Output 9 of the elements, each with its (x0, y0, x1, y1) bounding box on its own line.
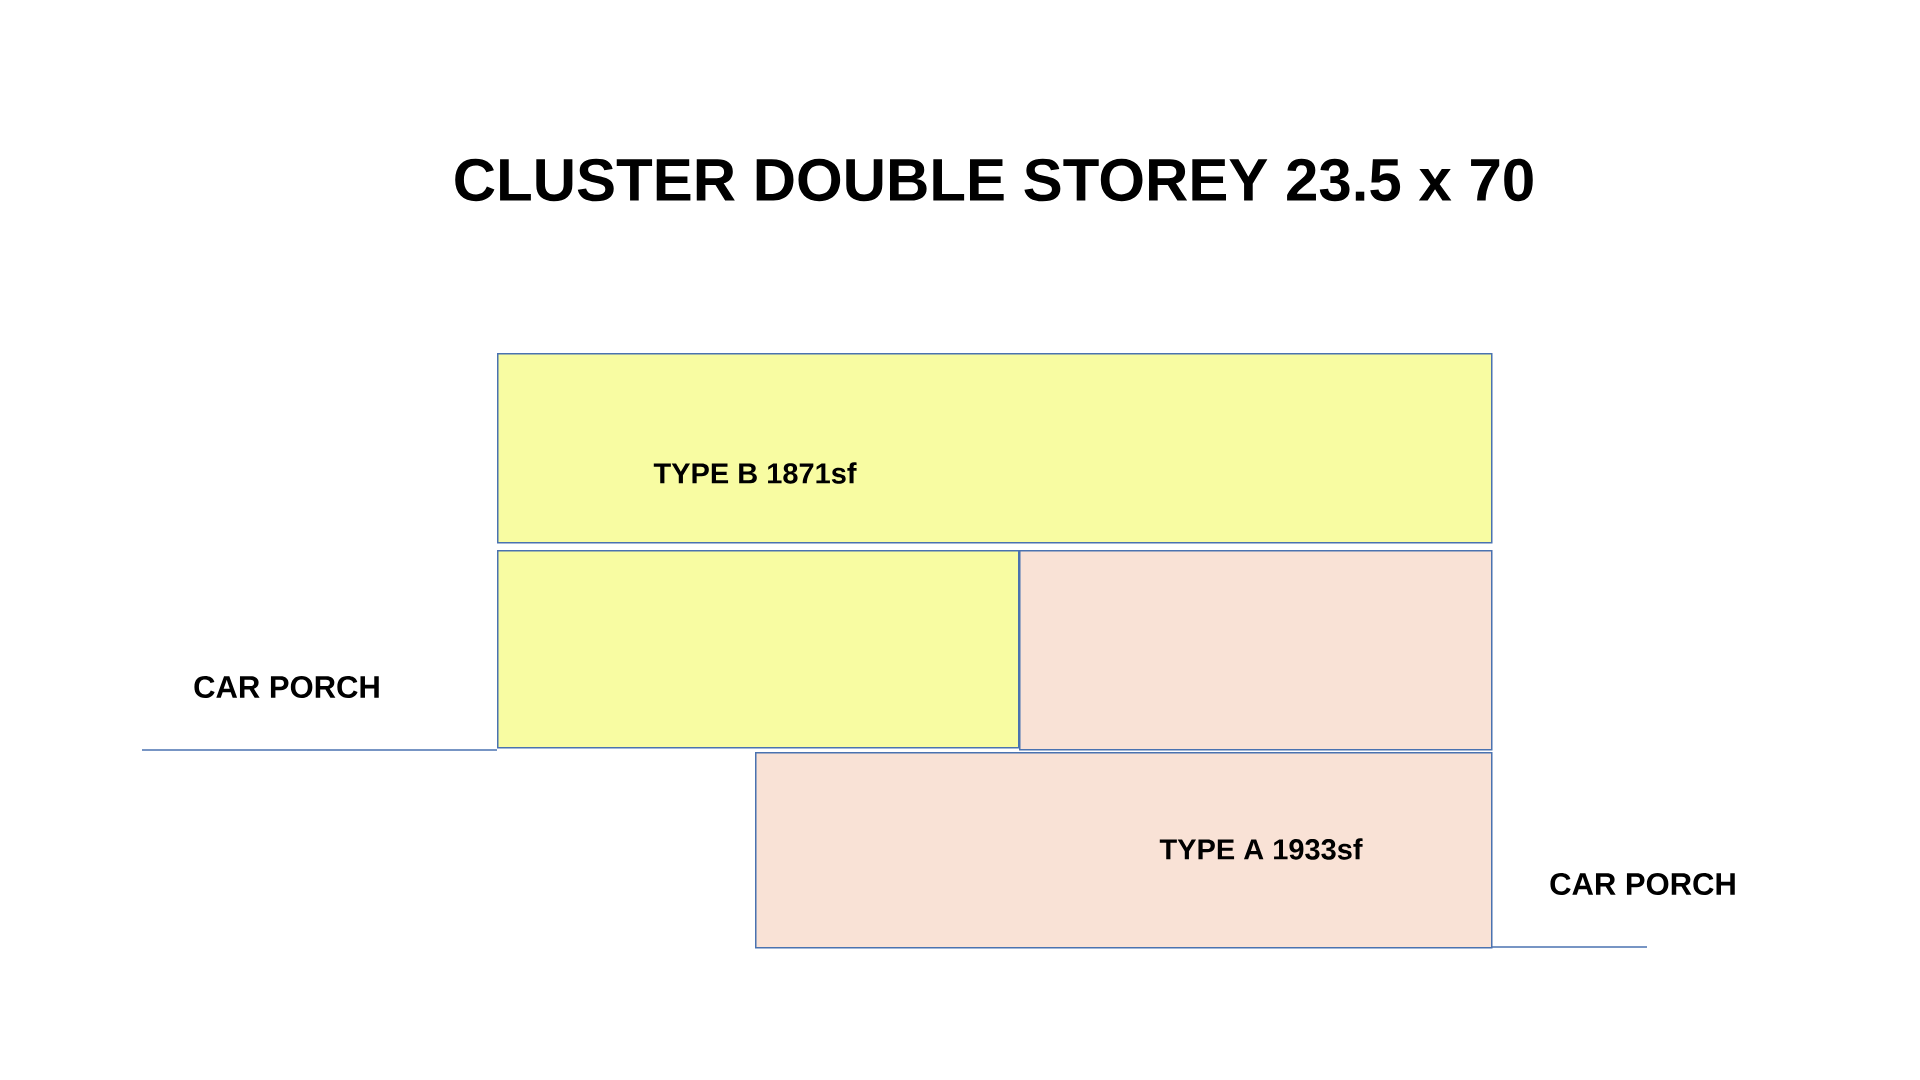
title: CLUSTER DOUBLE STOREY 23.5 x 70 (455, 158, 1533, 202)
porch-label: CAR PORCH (194, 676, 379, 698)
porch-label: CAR PORCH (1550, 873, 1735, 895)
unit-box (497, 550, 1020, 749)
unit-label: TYPE A 1933sf (1159, 838, 1363, 860)
unit-box (755, 752, 1493, 949)
unit-box (1019, 550, 1493, 751)
unit-label: TYPE B 1871sf (653, 462, 857, 484)
unit-box (497, 353, 1493, 544)
